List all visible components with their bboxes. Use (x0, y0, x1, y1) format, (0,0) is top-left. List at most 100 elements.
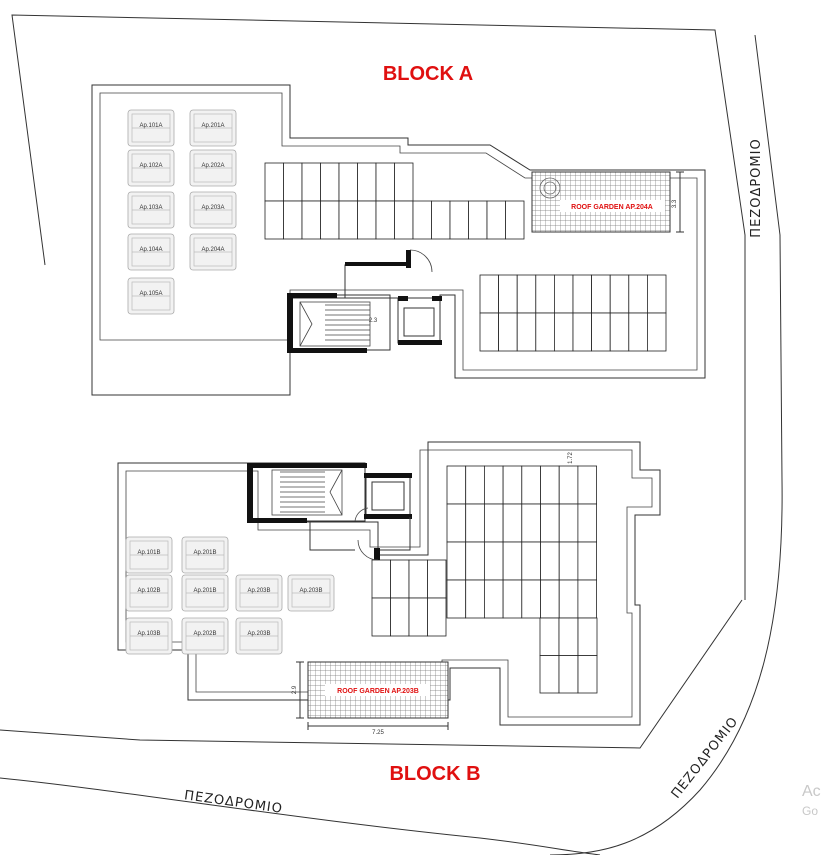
solar-panel (408, 597, 428, 637)
solar-panel (394, 162, 414, 202)
solar-panel (540, 465, 560, 505)
solar-panel (505, 200, 525, 240)
solar-panel (412, 200, 432, 240)
solar-panel (498, 312, 518, 352)
apartment-unit-label: Ap.203A (201, 205, 224, 211)
solar-panel (558, 503, 579, 543)
apartment-unit-label: Ap.102A (139, 163, 162, 169)
roof-garden-b-label: ROOF GARDEN AP.203B (337, 688, 419, 695)
block-a-title: BLOCK A (383, 63, 473, 85)
street-label-bottom-right: ΠΕΖΟΔΡΟΜΙΟ (669, 714, 742, 802)
solar-panel (465, 465, 485, 505)
solar-panel (465, 579, 485, 619)
block-a-panels-top (264, 162, 525, 240)
apartment-unit-label: Ap.104A (139, 247, 162, 253)
solar-panel (540, 541, 560, 581)
solar-panel (521, 541, 541, 581)
apartment-unit: Ap.203B (287, 574, 335, 612)
solar-panel (408, 559, 428, 599)
solar-panel (609, 274, 630, 314)
roof-garden-b-dim-height: 2.9 (292, 685, 298, 694)
solar-panel (628, 274, 648, 314)
apartment-unit-label: Ap.101B (137, 550, 160, 556)
solar-panel (591, 274, 611, 314)
solar-panel (521, 579, 541, 619)
solar-panel (449, 200, 469, 240)
solar-panel (540, 503, 560, 543)
solar-panel (301, 162, 321, 202)
solar-panel (338, 200, 358, 240)
solar-panel (572, 274, 593, 314)
apartment-unit: Ap.105A (127, 277, 175, 315)
solar-panel (558, 655, 579, 694)
solar-panel (502, 465, 523, 505)
solar-panel (577, 579, 598, 619)
solar-panel (521, 503, 541, 543)
solar-panel (446, 503, 467, 543)
apartment-unit: Ap.101A (127, 109, 175, 147)
solar-panel (483, 541, 504, 581)
solar-panel (577, 503, 598, 543)
solar-panel (446, 579, 467, 619)
solar-panel (502, 503, 523, 543)
solar-panel (264, 200, 284, 240)
solar-panel (283, 162, 303, 202)
solar-panel (516, 312, 537, 352)
apartment-unit-label: Ap.203B (299, 588, 322, 594)
block-a-panels-right (479, 274, 667, 352)
solar-panel (539, 617, 560, 656)
solar-panel (558, 465, 579, 505)
solar-panel (483, 465, 504, 505)
solar-panel (502, 579, 523, 619)
solar-panel (320, 200, 340, 240)
solar-panel (609, 312, 630, 352)
apartment-unit: Ap.203B (235, 617, 283, 655)
block-b-panels-main (446, 465, 598, 694)
solar-panel (468, 200, 488, 240)
solar-panel (516, 274, 537, 314)
apartment-unit: Ap.202B (181, 617, 229, 655)
roof-garden-a-dim: 3.3 (672, 199, 678, 208)
solar-panel (283, 200, 303, 240)
block-b-stair-core (247, 462, 412, 561)
solar-panel (357, 200, 377, 240)
solar-panel (483, 579, 504, 619)
solar-panel (540, 579, 560, 619)
solar-panel (539, 655, 560, 694)
apartment-unit-label: Ap.102B (137, 588, 160, 594)
apartment-unit-label: Ap.204A (201, 247, 224, 253)
street-label-right: ΠΕΖΟΔΡΟΜΙΟ (749, 138, 764, 237)
solar-panel (446, 541, 467, 581)
watermark-line1: Ac (802, 783, 821, 800)
block-b-units: Ap.101B Ap.201B Ap.102B Ap.201B Ap.203B Ap.20… (125, 536, 335, 655)
solar-panel (465, 541, 485, 581)
solar-panel (427, 559, 447, 599)
solar-panel (647, 312, 667, 352)
block-b-title: BLOCK B (389, 763, 480, 785)
street-label-bottom-left: ΠΕΖΟΔΡΟΜΙΟ (183, 788, 283, 817)
solar-panel (577, 541, 598, 581)
solar-panel (427, 597, 447, 637)
solar-panel (371, 597, 391, 637)
roof-garden-a: ROOF GARDEN AP.204A 3.3 (531, 171, 684, 233)
apartment-unit-label: Ap.201A (201, 123, 224, 129)
apartment-unit-label: Ap.203B (247, 631, 270, 637)
panel-dim: 1.72 (568, 452, 574, 464)
roof-garden-a-label: ROOF GARDEN AP.204A (571, 204, 653, 211)
solar-panel (558, 541, 579, 581)
roof-garden-b: ROOF GARDEN AP.203B 2.9 7.25 (292, 661, 449, 736)
apartment-unit: Ap.201B (181, 536, 229, 574)
apartment-unit: Ap.204A (189, 233, 237, 271)
stair-dim: 2.3 (369, 318, 378, 324)
block-b-panels-left (371, 559, 447, 637)
solar-panel (577, 465, 598, 505)
site-boundary (0, 14, 783, 855)
solar-panel (498, 274, 518, 314)
solar-panel (479, 274, 500, 314)
apartment-unit: Ap.102B (125, 574, 173, 612)
apartment-unit: Ap.101B (125, 536, 173, 574)
apartment-unit-label: Ap.201B (193, 588, 216, 594)
apartment-unit: Ap.201A (189, 109, 237, 147)
solar-panel (558, 579, 579, 619)
